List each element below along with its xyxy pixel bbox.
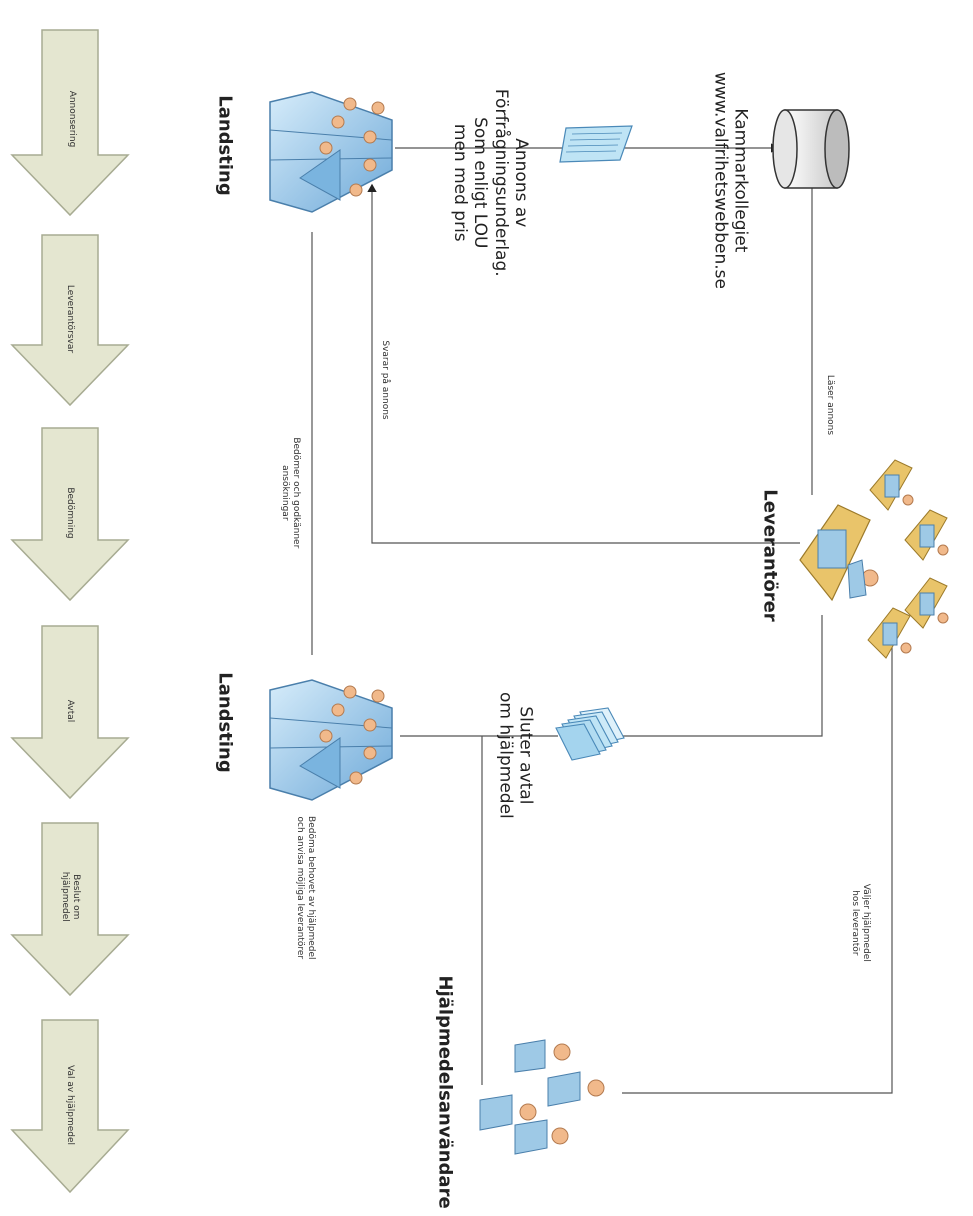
stage-label-avtal: Avtal [65, 699, 75, 723]
sluter-avtal-line-1: Sluter avtal [515, 706, 536, 805]
edge-label-valjer-line-1: Väljer hjälpmedel [860, 883, 871, 962]
document-icon [559, 125, 633, 163]
hjalpmedelsanvandare-label: Hjälpmedelsanvändare [434, 975, 456, 1209]
line-leverantorer-to-landsting [367, 183, 800, 544]
stage-arrow-leverantorsvar [10, 234, 130, 407]
user-icon-3 [479, 1094, 537, 1131]
stage-arrow-avtal [10, 625, 130, 800]
kammarkollegiet-label: Kammarkollegiet www.valfrihetswebben.se [710, 65, 751, 295]
landsting-label-top: Landsting [214, 95, 236, 196]
document-stack-icon [555, 707, 625, 761]
kammarkollegiet-name: Kammarkollegiet [730, 108, 751, 253]
line-leverantorer-to-users [622, 635, 893, 1094]
supplier-small-icon-2 [904, 509, 949, 561]
stage-label-val: Val av hjälpmedel [65, 1064, 75, 1146]
leverantorer-label: Leverantörer [759, 489, 781, 622]
line-leverantorer-to-avtal [620, 615, 823, 737]
annons-line-4: men med pris [449, 123, 470, 242]
landsting-label-bottom: Landsting [214, 672, 236, 773]
stage-label-bedomning: Bedömning [65, 487, 75, 539]
kammarkollegiet-url: www.valfrihetswebben.se [710, 71, 730, 289]
sluter-avtal-label: Sluter avtal om hjälpmedel [495, 680, 536, 830]
supplier-small-icon-3 [904, 577, 949, 629]
edge-label-valjer: Väljer hjälpmedel hos leverantör [849, 868, 871, 978]
edge-label-laser-annons: Läser annons [825, 374, 835, 436]
annons-line-3: Som enligt LOU [470, 117, 490, 249]
edge-label-valjer-line-2: hos leverantör [850, 890, 860, 956]
landsting-building-icon-top [269, 91, 393, 213]
user-icon-2 [547, 1071, 605, 1107]
stage-label-annonsering: Annonsering [67, 90, 77, 148]
edge-label-svarar-pa-annons: Svarar på annons [380, 340, 390, 420]
annons-line-1: Annons av [510, 138, 531, 228]
stage-label-beslut: Beslut om hjälpmedel [60, 871, 81, 922]
edge-label-bedoma-behovet: Bedöma behovet av hjälpmedel och anvisa … [294, 803, 316, 973]
sluter-avtal-line-2: om hjälpmedel [495, 691, 515, 819]
edge-label-bedomer: Bedömer och godkänner ansökningar [279, 423, 301, 563]
user-icon-4 [514, 1119, 569, 1155]
users-group-icon [479, 1039, 605, 1155]
edge-label-bedoma-line-2: och anvisa möjliga leverantörer [295, 816, 305, 960]
supplier-small-icon-1 [869, 459, 914, 511]
stage-arrow-val [10, 1019, 130, 1194]
annons-line-2: Förfrågningsunderlag. [490, 88, 511, 277]
edge-label-bedomer-line-2: ansökningar [280, 465, 290, 521]
database-cylinder-icon [772, 109, 850, 189]
landsting-building-icon-bottom [269, 679, 393, 801]
edge-label-bedomer-line-1: Bedömer och godkänner [290, 437, 301, 549]
stage-label-leverantorsvar: Leverantörsvar [65, 284, 75, 354]
user-icon-1 [514, 1039, 571, 1073]
annons-label: Annons av Förfrågningsunderlag. Som enli… [449, 63, 531, 303]
stage-arrow-annonsering [10, 29, 130, 217]
supplier-main-icon [799, 504, 879, 602]
stage-arrow-beslut [10, 822, 130, 997]
edge-label-bedoma-line-1: Bedöma behovet av hjälpmedel [305, 816, 316, 960]
supplier-small-icon-4 [867, 607, 912, 659]
connector-lines [311, 143, 893, 1094]
stage-arrow-bedomning [10, 427, 130, 602]
